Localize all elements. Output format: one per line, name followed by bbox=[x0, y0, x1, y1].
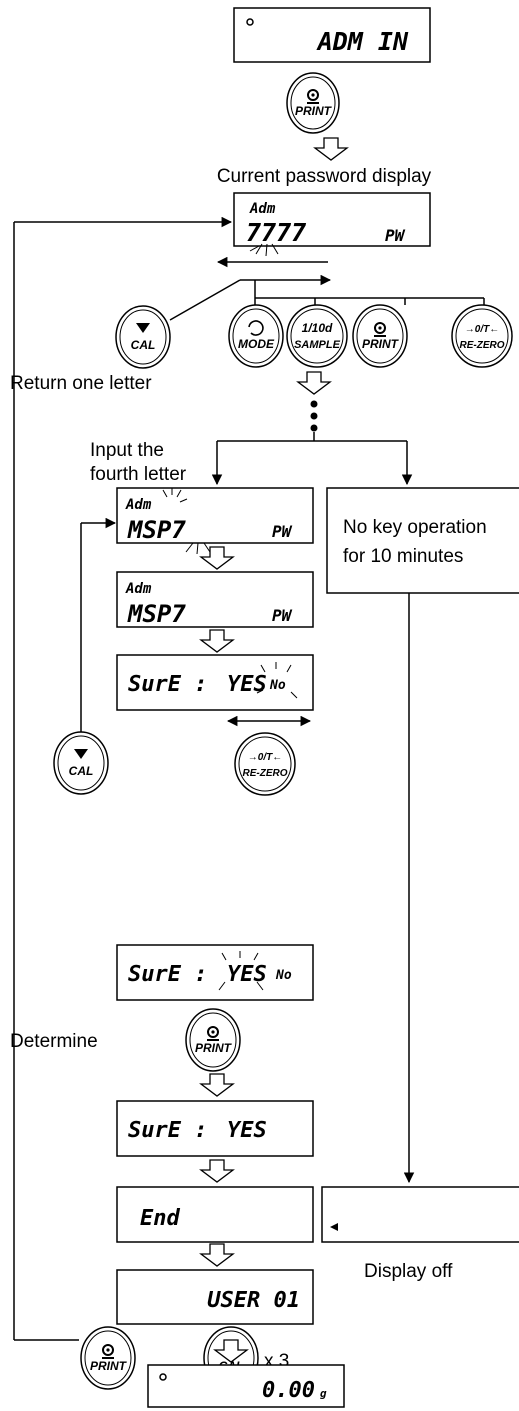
display-sure-no-selected: SurE : YES No bbox=[116, 654, 314, 711]
blink-marks-icon bbox=[162, 488, 211, 555]
svg-text:PRINT: PRINT bbox=[90, 1359, 128, 1373]
down-arrow-icon bbox=[200, 546, 234, 570]
display-end: End bbox=[116, 1186, 314, 1243]
triangle-down-icon bbox=[74, 749, 88, 759]
svg-text:SAMPLE: SAMPLE bbox=[294, 339, 341, 351]
cycle-icon bbox=[248, 320, 264, 336]
svg-text:PW: PW bbox=[385, 226, 406, 245]
svg-text:CAL: CAL bbox=[131, 338, 156, 352]
label-display-off: Display off bbox=[364, 1261, 453, 1282]
svg-text:CAL: CAL bbox=[69, 764, 94, 778]
svg-text:SurE :: SurE : bbox=[128, 672, 207, 697]
display-sure-yes-selected: SurE : YES No bbox=[116, 944, 314, 1001]
current-password-text: 7777 bbox=[246, 218, 306, 247]
display-confirm-password: Adm MSP7 PW bbox=[116, 571, 314, 628]
display-sure-yes: SurE : YES bbox=[116, 1100, 314, 1157]
down-arrow-icon bbox=[297, 371, 331, 395]
no-key-operation-box: No key operation for 10 minutes bbox=[326, 487, 519, 594]
svg-text:→0/T←: →0/T← bbox=[465, 324, 499, 335]
sure-no-text: No bbox=[269, 678, 286, 693]
down-arrow-icon bbox=[200, 629, 234, 653]
display-admin-text: ADM IN bbox=[316, 27, 409, 56]
down-arrow-icon bbox=[200, 1073, 234, 1097]
end-text: End bbox=[140, 1206, 180, 1231]
svg-text:RE-ZERO: RE-ZERO bbox=[460, 340, 505, 351]
display-admin: ADM IN bbox=[233, 7, 431, 63]
svg-text:YES: YES bbox=[227, 672, 267, 697]
svg-text:No key operation: No key operation bbox=[343, 517, 487, 538]
svg-text:PW: PW bbox=[272, 606, 293, 625]
print-key-row[interactable]: PRINT bbox=[352, 304, 408, 368]
svg-text:SurE :: SurE : bbox=[128, 962, 207, 987]
display-current-password: Adm 7777 PW bbox=[233, 192, 431, 257]
weight-value-text: 0.00 bbox=[262, 1378, 315, 1403]
svg-text:→0/T←: →0/T← bbox=[248, 752, 282, 763]
label-fourth-letter: fourth letter bbox=[90, 464, 187, 485]
down-arrow-icon bbox=[314, 137, 348, 161]
label-determine: Determine bbox=[10, 1031, 98, 1052]
confirm-password-text: MSP7 bbox=[127, 600, 186, 628]
print-key-determine[interactable]: PRINT bbox=[185, 1008, 241, 1072]
print-key-bottom[interactable]: PRINT bbox=[80, 1326, 136, 1390]
display-input-password: Adm MSP7 PW bbox=[116, 487, 314, 555]
svg-text:RE-ZERO: RE-ZERO bbox=[243, 768, 288, 779]
cal-key-return[interactable]: CAL bbox=[53, 731, 109, 795]
blink-marks-icon bbox=[218, 951, 264, 991]
cal-key[interactable]: CAL bbox=[115, 305, 171, 369]
down-arrow-icon bbox=[200, 1243, 234, 1267]
svg-text:PRINT: PRINT bbox=[295, 104, 333, 118]
down-arrow-icon bbox=[200, 1159, 234, 1183]
continuation-dot bbox=[310, 400, 318, 408]
display-off-box bbox=[321, 1186, 519, 1243]
continuation-dot bbox=[310, 424, 318, 432]
svg-text:Adm: Adm bbox=[249, 201, 276, 217]
continuation-dot bbox=[310, 412, 318, 420]
svg-text:PW: PW bbox=[272, 522, 293, 541]
display-user: USER 01 bbox=[116, 1269, 314, 1325]
svg-text:1/10d: 1/10d bbox=[302, 321, 333, 335]
sample-key[interactable]: 1/10d SAMPLE bbox=[286, 304, 348, 368]
triangle-down-icon bbox=[136, 323, 150, 333]
sure-yes-text: YES bbox=[227, 962, 267, 987]
svg-text:PRINT: PRINT bbox=[362, 337, 400, 351]
svg-text:for 10 minutes: for 10 minutes bbox=[343, 546, 463, 567]
blink-marks-icon bbox=[256, 662, 298, 699]
label-input-the: Input the bbox=[90, 440, 164, 461]
svg-text:No: No bbox=[275, 968, 292, 983]
label-return-one-letter: Return one letter bbox=[10, 373, 152, 394]
user-text: USER 01 bbox=[207, 1288, 300, 1313]
label-current-password: Current password display bbox=[217, 166, 432, 187]
svg-text:Adm: Adm bbox=[125, 497, 152, 513]
mode-key[interactable]: MODE bbox=[228, 304, 284, 368]
svg-text:YES: YES bbox=[227, 1118, 267, 1143]
input-password-text: MSP7 bbox=[127, 516, 186, 544]
rezero-key[interactable]: →0/T← RE-ZERO bbox=[451, 304, 513, 368]
svg-text:MODE: MODE bbox=[238, 337, 275, 351]
print-key[interactable]: PRINT bbox=[286, 72, 340, 134]
blink-marks-icon bbox=[249, 243, 279, 257]
display-weight: 0.00 g bbox=[147, 1364, 345, 1408]
svg-text:SurE :: SurE : bbox=[128, 1118, 207, 1143]
svg-text:Adm: Adm bbox=[125, 581, 152, 597]
indicator-triangle-icon bbox=[330, 1223, 338, 1231]
weight-unit-text: g bbox=[320, 1387, 327, 1400]
svg-text:PRINT: PRINT bbox=[195, 1041, 233, 1055]
rezero-key-select[interactable]: →0/T← RE-ZERO bbox=[234, 732, 296, 796]
